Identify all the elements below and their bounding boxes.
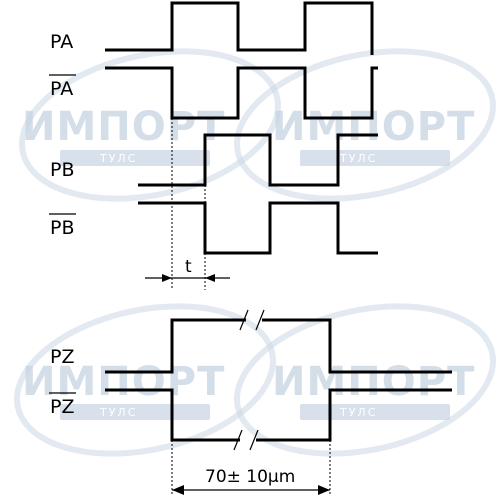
- watermark-sub-text: ТУЛС: [99, 406, 137, 419]
- dimension-t-label: t: [185, 257, 192, 277]
- watermark-brand-text: ИМПОРТ: [272, 104, 475, 150]
- dimension-t: t: [145, 257, 230, 282]
- watermark-sub-text: ТУЛС: [339, 152, 377, 165]
- waveform-pz-bar: [105, 388, 452, 442]
- watermark-bottom-right: ИМПОРТ ТУЛС: [234, 303, 496, 457]
- break-mark-top: [239, 309, 265, 331]
- label-pz-bar: PZ: [50, 396, 74, 418]
- dimension-width-label: 70± 10µm: [205, 467, 295, 487]
- waveform-pa: [105, 1, 374, 55]
- break-mark-bottom: [233, 429, 259, 451]
- label-pb: PB: [50, 159, 75, 181]
- waveform-pb: [138, 133, 378, 187]
- watermark-brand-text: ИМПОРТ: [22, 359, 225, 405]
- label-pa-bar: PA: [50, 78, 73, 100]
- label-pa: PA: [50, 31, 73, 53]
- dimension-width: 70± 10µm: [172, 467, 330, 495]
- waveform-pa-bar: [105, 66, 378, 120]
- watermark-brand-text: ИМПОРТ: [22, 104, 225, 150]
- watermark-brand-text: ИМПОРТ: [272, 359, 475, 405]
- label-pb-bar: PB: [50, 217, 75, 239]
- watermark-top-left: ИМПОРТ ТУЛС: [19, 48, 281, 202]
- watermark-top-right: ИМПОРТ ТУЛС: [234, 48, 496, 202]
- watermark-sub-text: ТУЛС: [99, 152, 137, 165]
- waveform-pb-bar: [138, 201, 378, 255]
- waveform-pz: [105, 318, 452, 374]
- label-pz: PZ: [50, 346, 74, 368]
- watermark-sub-text: ТУЛС: [339, 406, 377, 419]
